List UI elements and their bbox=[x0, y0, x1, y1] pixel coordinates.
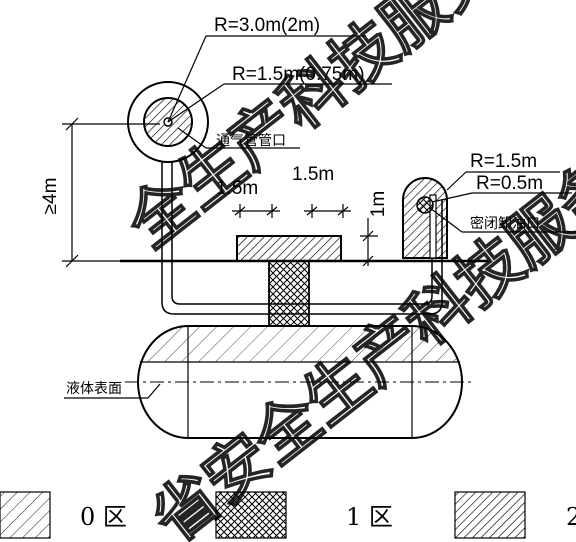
legend-swatch-zone0 bbox=[0, 491, 51, 539]
dim-left-lines bbox=[232, 204, 280, 218]
label-dim-right: 1.5m bbox=[292, 164, 334, 185]
legend-label-zone0: 0 区 bbox=[80, 503, 127, 531]
sealed-unloading-port bbox=[402, 177, 448, 259]
label-sealed-port: 密闭卸油口 bbox=[470, 215, 540, 232]
label-liquid-surface: 液体表面 bbox=[66, 381, 122, 397]
label-r-vent-outer: R=3.0m(2m) bbox=[214, 15, 320, 36]
dim-1m-lines bbox=[360, 218, 378, 267]
port-leaders bbox=[429, 171, 576, 233]
label-height: ≥4m bbox=[40, 178, 61, 215]
label-dim-left: 1.5m bbox=[216, 178, 258, 199]
label-r-vent-inner: R=1.5m(0.75m) bbox=[232, 64, 365, 85]
legend-swatch-zone1 bbox=[215, 491, 287, 539]
liquid-surface-leader bbox=[64, 383, 161, 399]
underground-tank bbox=[125, 325, 475, 439]
height-dimension bbox=[62, 117, 160, 268]
legend-swatch-zone2 bbox=[454, 491, 526, 539]
label-dim-1m: 1m bbox=[368, 191, 389, 217]
watermark: 全生产科技服务 省安全生产科技服务 bbox=[113, 0, 576, 542]
legend-label-zone1: 1 区 bbox=[346, 503, 393, 531]
manhole-shaft bbox=[268, 260, 310, 336]
label-vent-outlet: 通气管管口 bbox=[216, 133, 286, 149]
dim-right-lines bbox=[304, 204, 351, 218]
legend-label-zone2: 2 区 bbox=[566, 503, 576, 531]
vent-leaders bbox=[167, 35, 392, 149]
label-r-port-outer: R=1.5m bbox=[470, 151, 537, 172]
legend: 0 区 1 区 2 区 bbox=[0, 491, 576, 539]
manhole-zone bbox=[236, 235, 342, 262]
label-r-port-inner: R=0.5m bbox=[476, 173, 543, 194]
